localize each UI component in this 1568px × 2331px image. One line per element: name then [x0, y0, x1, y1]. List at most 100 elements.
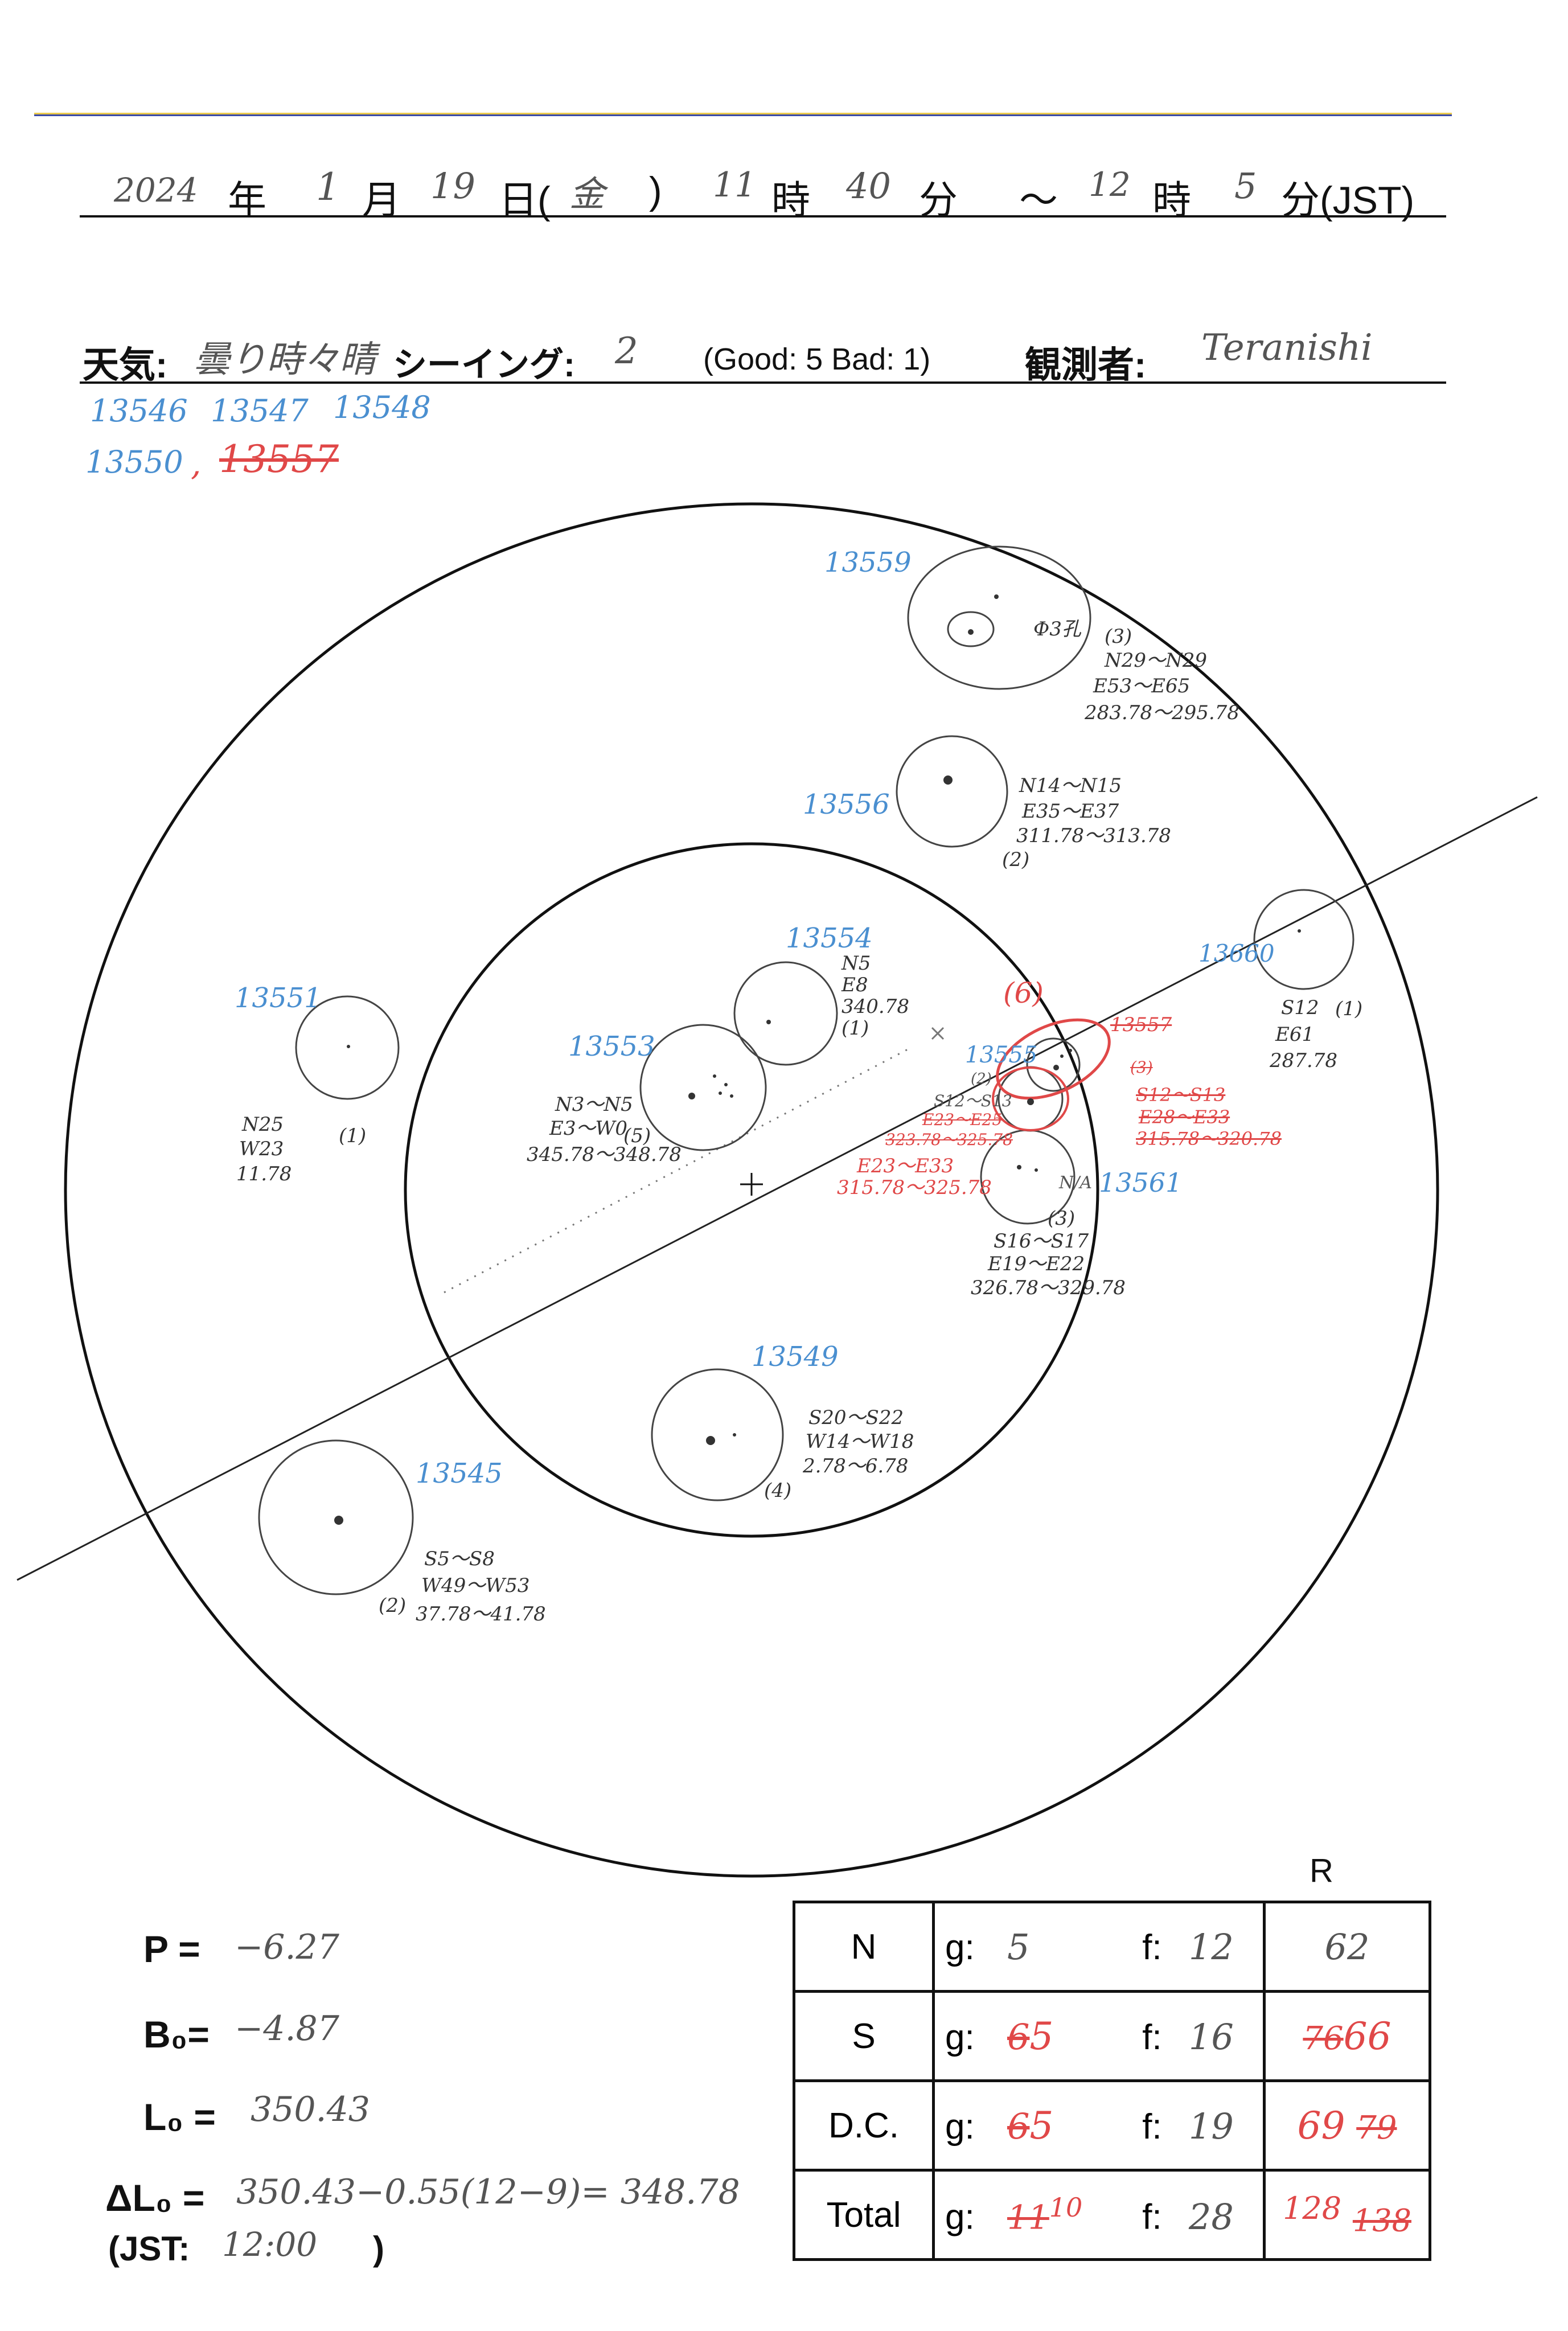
region-lon-13559: E53〜E65 [1093, 675, 1191, 697]
gf-cell: g: 65 f: 16 [932, 1990, 1266, 2082]
weather-label: 天気: [83, 344, 168, 385]
outer-circle [64, 502, 1439, 1878]
f-value: 12 [1188, 1926, 1234, 1968]
f-label: f: [1142, 1927, 1162, 1967]
region-count-13553: (5) [623, 1125, 651, 1147]
l0-label: L₀ = [143, 2096, 216, 2138]
f-value: 28 [1188, 2195, 1234, 2238]
region-list-item: 13550 [85, 444, 183, 480]
region-lon-13660: E61 [1275, 1023, 1315, 1046]
region-id-13551: 13551 [235, 982, 322, 1014]
region-lat-13557: S12〜S13 [1136, 1084, 1226, 1106]
region-cm-13660: 287.78 [1270, 1049, 1337, 1072]
r-value: 62 [1324, 1926, 1370, 1968]
jst-label: (JST: [108, 2230, 190, 2268]
seeing-label: シーイング: [393, 346, 575, 384]
table-row: Total g: 1110 f: 28 128 138 [793, 2169, 1431, 2261]
l0-value: 350.43 [251, 2090, 370, 2129]
jst-close: ) [373, 2230, 384, 2268]
year-value: 2024 [114, 171, 198, 210]
g-value: 10 [1049, 2192, 1083, 2223]
region-id-13555: 13555 [965, 1042, 1038, 1068]
region-count-13561: (3) [1048, 1207, 1076, 1230]
weather-underline [80, 381, 1446, 384]
region-count-13554: (1) [842, 1017, 869, 1040]
region-lon-13557: E28〜E33 [1139, 1106, 1230, 1128]
region-cm-13553: 345.78〜348.78 [527, 1143, 682, 1166]
equator-line [17, 796, 1538, 1581]
start-hour-unit: 時 [771, 179, 811, 222]
table-row: S g: 65 f: 16 7666 [793, 1990, 1431, 2082]
center-mark [740, 1173, 763, 1196]
gf-cell: g: 1110 f: 28 [932, 2169, 1266, 2261]
region-cm-13549: 2.78〜6.78 [803, 1455, 909, 1478]
g-label: g: [945, 1927, 975, 1967]
f-value: 16 [1188, 2016, 1234, 2058]
gf-cell: g: 65 f: 19 [932, 2079, 1266, 2172]
end-min-unit: 分(JST) [1281, 179, 1415, 222]
region-lat-13555: S12〜S13 [934, 1091, 1012, 1110]
region-id-13660: 13660 [1198, 939, 1275, 967]
region-id-13561: 13561 [1099, 1167, 1183, 1198]
region-count-red-13555: (6) [1003, 976, 1044, 1009]
dl0-label: ΔL₀ = [105, 2177, 205, 2219]
region-list-sep: , [191, 444, 202, 483]
region-count-13555: (2) [971, 1070, 992, 1087]
spot-circle-13553 [639, 1024, 767, 1151]
start-min-value: 40 [846, 165, 891, 207]
f-label: f: [1142, 2017, 1162, 2057]
region-cm-red-13555: 315.78〜325.78 [837, 1176, 992, 1199]
row-label: S [793, 1990, 935, 2082]
region-lon-13553: E3〜W0 [549, 1117, 628, 1140]
region-lat-13545: S5〜S8 [424, 1548, 495, 1570]
r-column-header: R [1310, 1852, 1333, 1889]
r-value: 69 [1297, 2103, 1345, 2148]
count-table: N g: 5 f: 12 62 S g: 65 f: 16 7666 D.C. … [793, 1901, 1431, 2261]
g-label: g: [945, 2017, 975, 2057]
g-group: 65 [984, 2104, 1132, 2148]
top-color-bar [34, 113, 1452, 116]
region-list-item: 13547 [211, 393, 309, 429]
inner-circle [404, 842, 1099, 1538]
r-old-value: 79 [1356, 2109, 1397, 2147]
spot-circle-13551 [295, 995, 400, 1100]
start-min-unit: 分 [919, 179, 958, 222]
f-value: 19 [1188, 2105, 1234, 2147]
row-label: Total [793, 2169, 935, 2261]
g-value: 5 [1029, 2014, 1054, 2058]
g-group: 65 [984, 2014, 1132, 2058]
f-label: f: [1142, 2107, 1162, 2147]
table-row: D.C. g: 65 f: 19 69 79 [793, 2079, 1431, 2172]
g-group: 1110 [984, 2192, 1132, 2238]
spot-circle-13554 [733, 961, 838, 1066]
solar-disk-drawing [17, 502, 1538, 1878]
region-count-13556: (2) [1002, 848, 1030, 871]
region-cm-13556: 311.78〜313.78 [1016, 824, 1171, 847]
header-underline [80, 215, 1446, 217]
month-value: 1 [316, 165, 340, 209]
region-lon-13555: E23〜E25 [922, 1110, 1003, 1129]
r-cell: 7666 [1263, 1990, 1431, 2082]
end-min-value: 5 [1234, 165, 1257, 207]
spot-circle-13556 [896, 735, 1008, 848]
region-list-item: 13548 [333, 389, 431, 425]
region-list-item: 13546 [90, 393, 188, 429]
seeing-scale: (Good: 5 Bad: 1) [703, 342, 931, 376]
dotted-line [444, 1047, 912, 1294]
region-lat-13556: N14〜N15 [1019, 774, 1122, 797]
row-label: D.C. [793, 2079, 935, 2172]
region-lon-13554: E8 [842, 974, 868, 996]
region-id-13553: 13553 [568, 1031, 655, 1062]
x-mark [931, 1027, 945, 1040]
region-id-13554: 13554 [786, 922, 873, 954]
g-value: 5 [1029, 2103, 1054, 2148]
spot-circle-13660 [1253, 889, 1354, 990]
red-outline-13555 [992, 1066, 1069, 1131]
region-lat-13559: N29〜N29 [1105, 649, 1208, 672]
observer-label: 観測者: [1025, 344, 1147, 385]
g-old-value: 6 [1007, 2105, 1030, 2147]
region-cm-13555: 323.78〜325.78 [885, 1130, 1013, 1149]
spot-circle-13559 [907, 545, 1091, 690]
dl0-value: 350.43−0.55(12−9)= 348.78 [236, 2172, 740, 2212]
